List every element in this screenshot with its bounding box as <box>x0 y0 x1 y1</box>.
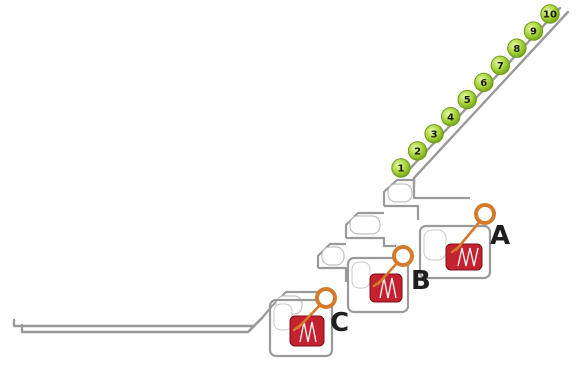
ball-number: 8 <box>513 44 520 55</box>
ball-circle <box>391 158 411 178</box>
ball-circle <box>490 55 511 76</box>
ball-circle <box>424 124 444 144</box>
lever-ring <box>315 287 337 309</box>
actuator-module-b <box>346 245 414 314</box>
ball-3: 3 <box>424 124 444 144</box>
ball-circle <box>474 72 494 93</box>
ball-circle <box>457 89 477 110</box>
slot <box>349 215 381 235</box>
ball-4: 4 <box>440 106 461 127</box>
spring <box>379 277 397 299</box>
module-label-b: B <box>411 266 431 296</box>
ball-8: 8 <box>507 38 527 58</box>
spring <box>457 247 479 267</box>
piston <box>289 315 325 347</box>
ball-number: 10 <box>543 10 557 21</box>
ball-10: 10 <box>540 4 560 24</box>
ball-number: 3 <box>431 129 438 140</box>
ball-number: 9 <box>530 27 537 38</box>
slot <box>321 246 345 266</box>
ball-5: 5 <box>457 89 477 110</box>
ball-number: 6 <box>480 78 487 89</box>
ball-number: 7 <box>497 61 504 72</box>
lever-ring <box>474 203 496 225</box>
ball-number: 5 <box>464 95 471 106</box>
ball-number: 1 <box>398 164 405 175</box>
ball-circle <box>507 38 527 58</box>
actuator-module-c <box>268 287 337 358</box>
ball-9: 9 <box>523 21 544 41</box>
lever-ring <box>392 245 414 267</box>
module-label-c: C <box>330 308 349 338</box>
ball-2: 2 <box>407 141 428 161</box>
module-label-a: A <box>490 221 510 251</box>
ball-7: 7 <box>490 55 511 76</box>
slot <box>387 183 413 203</box>
ramp-track <box>12 6 570 334</box>
ball-number: 2 <box>414 146 421 157</box>
ball-circle <box>523 21 544 41</box>
ball-circle <box>407 141 428 161</box>
actuator-module-a <box>418 203 496 280</box>
ball-circle <box>440 106 461 127</box>
ball-6: 6 <box>474 72 494 93</box>
ball-circle <box>540 4 560 24</box>
spring <box>299 321 317 343</box>
ball-number: 4 <box>447 112 454 123</box>
ball-1: 1 <box>391 158 411 178</box>
